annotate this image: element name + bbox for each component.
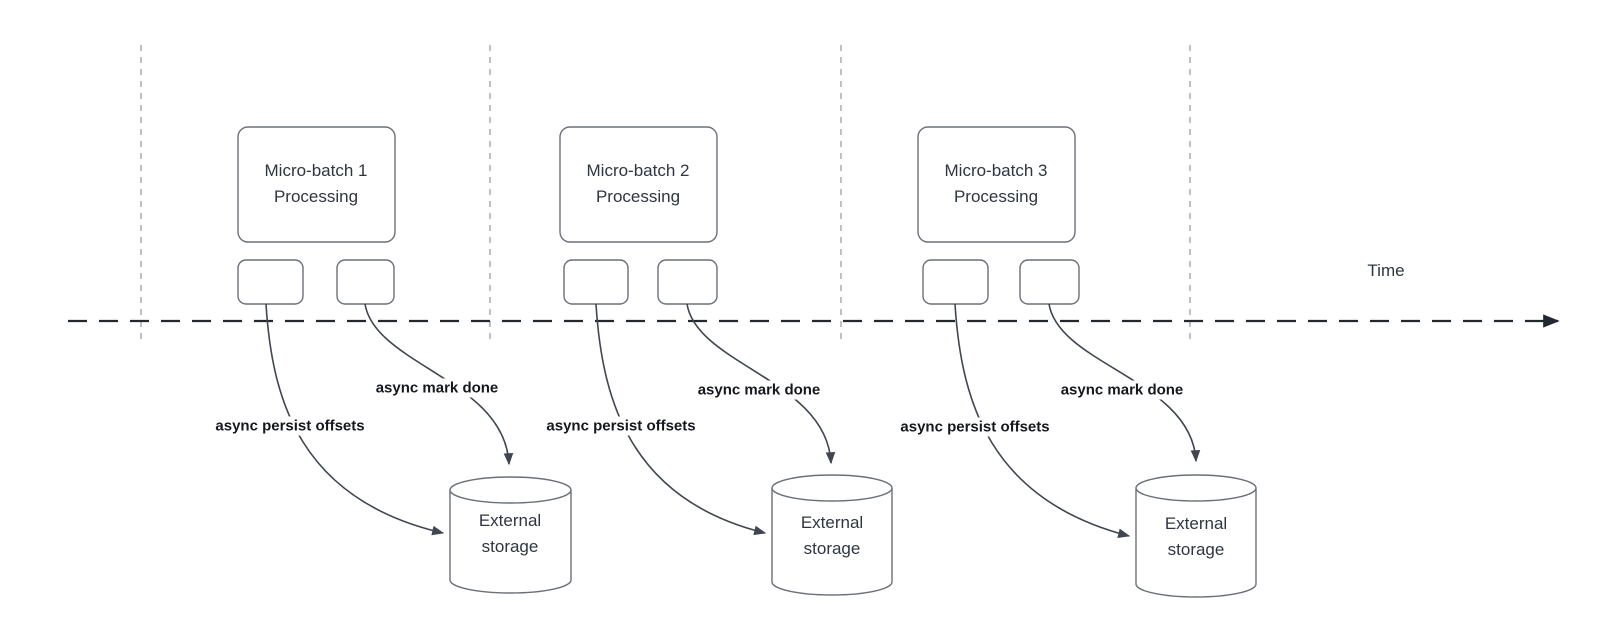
async-persist-arrow-label: async persist offsets [896, 417, 1054, 437]
external-storage-cylinder [1135, 474, 1257, 598]
micro-batch-box-label: Micro-batch 1 Processing [264, 161, 368, 206]
time-axis-label: Time [1367, 261, 1405, 280]
micro-batch-group-2 [559, 126, 893, 596]
async-persist-arrow-label: async persist offsets [211, 416, 369, 436]
async-persist-arrow [265, 303, 445, 536]
async-persist-arrow [954, 303, 1131, 538]
external-storage-label: External storage [1164, 514, 1228, 559]
micro-batch-box [559, 126, 718, 243]
async-mark-done-arrow [364, 303, 514, 466]
micro-batch-box [237, 126, 396, 243]
async-mark-done-arrow-label: async mark done [693, 380, 825, 400]
mark-done-task-box [336, 259, 395, 305]
async-mark-done-arrow [1048, 303, 1201, 463]
external-storage-cylinder [771, 474, 893, 596]
cylinder-body [1135, 488, 1257, 598]
mark-done-task-box [1019, 259, 1080, 305]
cylinder-body [771, 488, 893, 596]
micro-batch-box-label: Micro-batch 3 Processing [944, 161, 1048, 206]
time-guides [140, 45, 1191, 340]
async-mark-done-arrow-label: async mark done [371, 378, 503, 398]
async-mark-done-arrow [686, 303, 836, 465]
cylinder-top [449, 476, 572, 504]
cylinder-top [1135, 474, 1257, 502]
offset-task-box [922, 259, 989, 305]
async-persist-arrow [595, 303, 767, 536]
micro-batch-group-3 [917, 126, 1257, 598]
external-storage-label: External storage [800, 513, 864, 558]
async-persist-arrow-label: async persist offsets [542, 416, 700, 436]
async-mark-done-arrow-label: async mark done [1056, 380, 1188, 400]
offset-task-box [237, 259, 304, 305]
micro-batch-box-label: Micro-batch 2 Processing [586, 161, 690, 206]
external-storage-cylinder [449, 476, 572, 594]
external-storage-label: External storage [478, 511, 542, 556]
micro-batch-group-1 [237, 126, 572, 594]
cylinder-body [449, 490, 572, 594]
mark-done-task-box [657, 259, 718, 305]
offset-task-box [563, 259, 629, 305]
cylinder-top [771, 474, 893, 502]
micro-batch-box [917, 126, 1076, 243]
